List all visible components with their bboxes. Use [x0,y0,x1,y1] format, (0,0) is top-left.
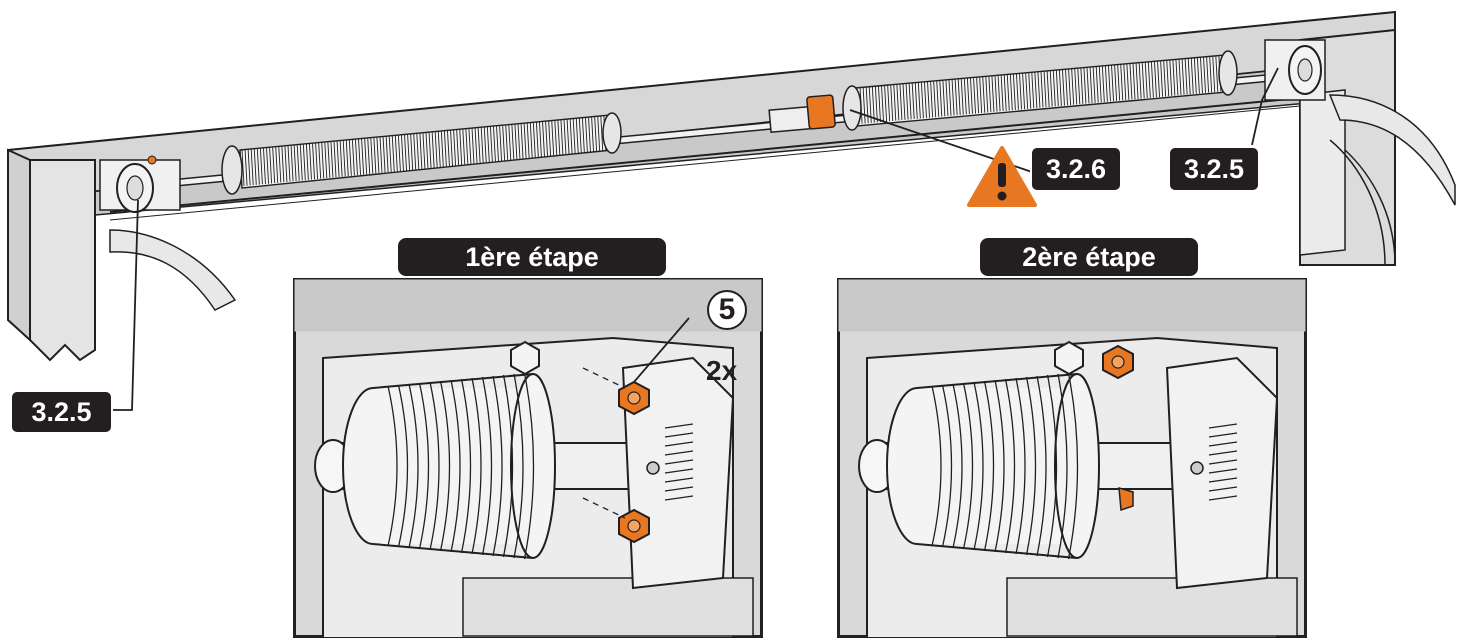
left-jamb [29,159,96,362]
right-track-arc [1329,139,1386,266]
leader-right [1251,67,1279,146]
support-rail-2 [109,105,1301,221]
right-track [1328,94,1456,206]
left-track [109,229,237,311]
left-spring-plate [221,145,243,195]
right-track-arc-2 [1344,149,1396,266]
callout-right-bracket: 3.2.5 [1168,146,1260,192]
left-spring-coils [241,114,613,187]
part-number-circle: 5 [707,290,747,330]
quantity-label: 2x [706,355,738,386]
step-1-title: 1ère étape [398,238,666,276]
left-bracket-bolt [147,155,157,165]
support-rail [109,97,1301,213]
right-spring-coils [856,54,1228,125]
step-1-detail-panel [293,278,763,638]
left-wall [7,148,31,343]
right-drum-inner [1297,58,1313,82]
leader-left [112,199,139,411]
right-jamb [1299,89,1346,256]
left-drum-inner [126,175,144,201]
warning-triangle-icon [967,146,1037,207]
step-2-detail-panel [837,278,1307,638]
right-spring-plate [1218,50,1238,96]
left-spring-cone [602,112,622,154]
callout-center-warning: 3.2.6 [1030,146,1122,192]
right-spring-cone [842,85,862,131]
callout-left-bracket: 3.2.5 [10,390,113,434]
step-2-title: 2ère étape [980,238,1198,276]
center-coupler-accent [806,94,836,130]
